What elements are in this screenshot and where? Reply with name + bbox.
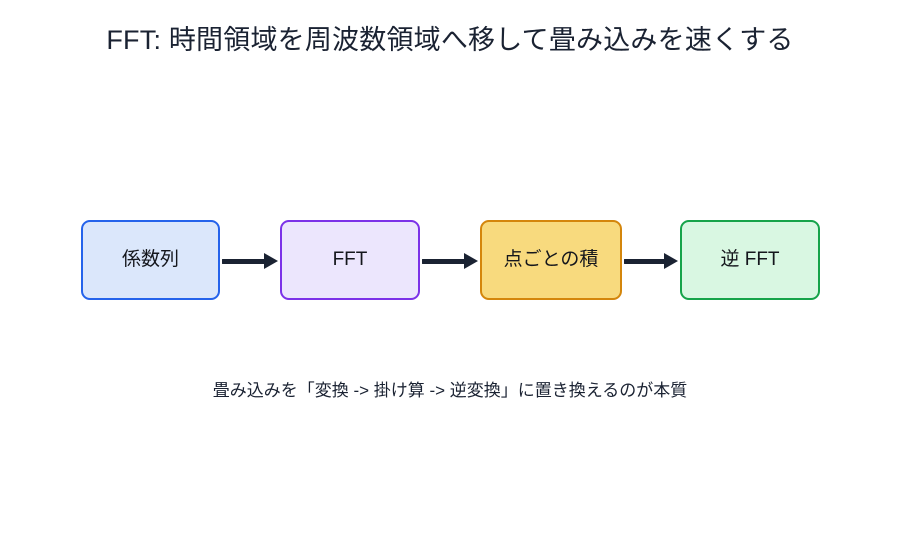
node-coefficients-label: 係数列 — [121, 249, 179, 270]
arrow-product-to-inverse-fft — [624, 253, 678, 269]
node-fft[interactable]: FFT — [280, 220, 420, 300]
node-inverse-fft[interactable]: 逆 FFT — [680, 220, 820, 300]
arrow-head-icon — [264, 253, 278, 269]
node-inverse-fft-label: 逆 FFT — [720, 249, 780, 270]
arrow-head-icon — [664, 253, 678, 269]
arrow-fft-to-product — [422, 253, 478, 269]
arrow-shaft — [422, 259, 466, 264]
node-pointwise-product[interactable]: 点ごとの積 — [480, 220, 622, 300]
diagram-caption: 畳み込みを「変換 -> 掛け算 -> 逆変換」に置き換えるのが本質 — [212, 381, 688, 400]
arrow-head-icon — [464, 253, 478, 269]
node-fft-label: FFT — [332, 249, 368, 270]
page-title: FFT: 時間領域を周波数領域へ移して畳み込みを速くする — [106, 25, 794, 55]
node-pointwise-product-label: 点ごとの積 — [503, 249, 599, 270]
arrow-shaft — [222, 259, 266, 264]
flow-row: 係数列 FFT 点ごとの積 逆 FFT — [0, 220, 900, 302]
node-coefficients[interactable]: 係数列 — [81, 220, 220, 300]
arrow-shaft — [624, 259, 666, 264]
arrow-coefficients-to-fft — [222, 253, 278, 269]
